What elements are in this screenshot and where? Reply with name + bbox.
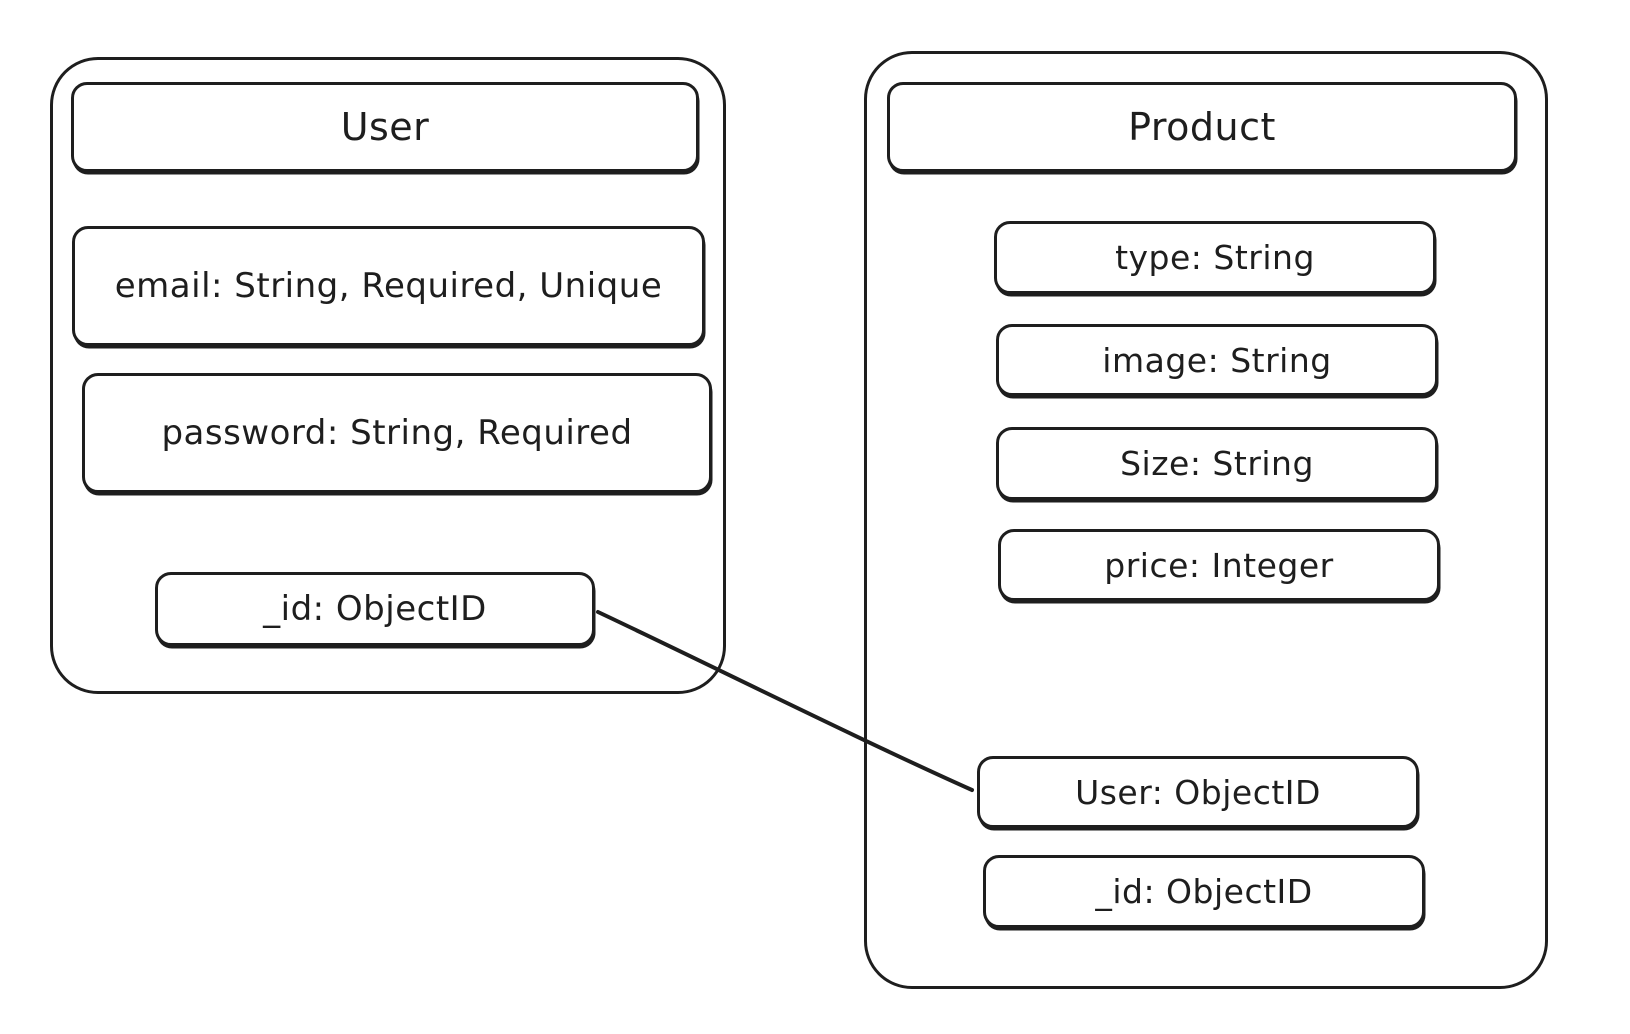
product-entity[interactable] xyxy=(864,51,1548,989)
user-field-id[interactable]: _id: ObjectID xyxy=(155,572,595,646)
user-field-password-text: password: String, Required xyxy=(161,413,633,453)
user-field-email-text: email: String, Required, Unique xyxy=(114,266,663,306)
user-field-password[interactable]: password: String, Required xyxy=(82,373,712,493)
user-field-id-text: _id: ObjectID xyxy=(263,589,487,629)
product-field-size[interactable]: Size: String xyxy=(996,427,1438,500)
product-field-type[interactable]: type: String xyxy=(994,221,1436,294)
product-field-image[interactable]: image: String xyxy=(996,324,1438,396)
product-field-image-text: image: String xyxy=(1102,340,1332,380)
product-field-type-text: type: String xyxy=(1115,238,1315,277)
product-field-user-text: User: ObjectID xyxy=(1075,772,1321,812)
product-field-price[interactable]: price: Integer xyxy=(998,529,1440,601)
product-field-price-text: price: Integer xyxy=(1104,545,1334,585)
user-field-email[interactable]: email: String, Required, Unique xyxy=(72,226,705,346)
user-entity-title[interactable]: User xyxy=(71,82,699,172)
product-entity-title[interactable]: Product xyxy=(887,82,1517,172)
product-field-user[interactable]: User: ObjectID xyxy=(977,756,1419,828)
product-field-id-text: _id: ObjectID xyxy=(1095,872,1313,911)
product-field-id[interactable]: _id: ObjectID xyxy=(983,855,1425,928)
product-field-size-text: Size: String xyxy=(1120,444,1314,483)
user-entity-title-text: User xyxy=(340,105,430,149)
product-entity-title-text: Product xyxy=(1128,105,1276,149)
user-entity[interactable] xyxy=(50,57,726,694)
